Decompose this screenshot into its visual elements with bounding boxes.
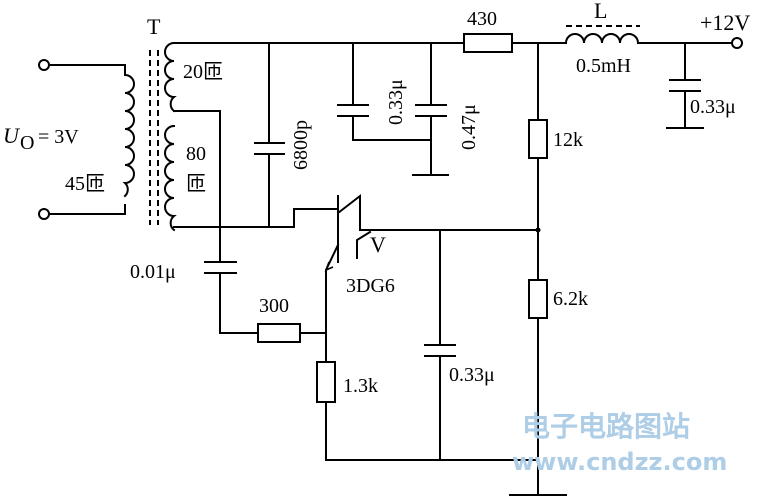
cap-047-label: 0.47μ (458, 104, 480, 150)
resistor-430: 430 (463, 8, 513, 53)
cap-001-label: 0.01μ (130, 261, 176, 283)
supply-terminal (731, 37, 743, 49)
cap-033-label-top: 0.33μ (385, 79, 407, 125)
primary-lead-top (48, 64, 126, 76)
secondary-coil-80 (164, 124, 177, 232)
cap-out-label: 0.33μ (690, 96, 736, 118)
decoupling-caps: 0.33μ 0.47μ (337, 42, 480, 176)
resistor-6-2k (528, 279, 548, 319)
capacitor-base: 0.33μ (424, 229, 495, 461)
inductor-label: L (594, 0, 607, 23)
resistor-12k (528, 119, 548, 159)
watermark-title: 电子电路图站 (522, 410, 690, 443)
capacitor-out: 0.33μ (666, 42, 736, 129)
supply-label: +12V (700, 10, 750, 35)
transistor-3DG6: V 3DG6 (173, 193, 539, 329)
primary-coil (122, 73, 135, 198)
resistor-1-3k: 1.3k (316, 327, 539, 461)
winding-80-unit: 匝 (186, 173, 206, 195)
res-6-2k-label: 6.2k (553, 288, 588, 310)
cap-6800p-label: 6800p (290, 120, 312, 170)
primary-lead-bottom (48, 204, 126, 215)
input-terminal-top (38, 59, 50, 71)
res-12k-label: 12k (553, 129, 583, 151)
watermark-url: www.cndzz.com (512, 448, 727, 476)
primary-voltage-value: = 3V (38, 126, 79, 148)
input-terminal-bottom (38, 208, 50, 220)
transistor-type: 3DG6 (346, 275, 395, 297)
transformer-label: T (147, 14, 161, 39)
bias-divider: 12k 6.2k (509, 42, 588, 496)
capacitor-001: 0.01μ (130, 261, 259, 334)
capacitor-6800p: 6800p (254, 42, 312, 228)
secondary-coil-20 (164, 41, 177, 113)
winding-80-number: 80 (186, 143, 206, 165)
res-430-label: 430 (467, 8, 497, 30)
resistor-300: 300 (257, 295, 327, 343)
transistor-label: V (370, 232, 386, 257)
primary-voltage-label: U (3, 123, 21, 148)
res-300-label: 300 (259, 295, 289, 317)
primary-turns-label: 45匝 (65, 173, 105, 195)
transformer: T 20匝 80 匝 U O = 3V 45匝 (3, 14, 223, 263)
cap-base-label: 0.33μ (449, 364, 495, 386)
tap-wire (173, 110, 221, 263)
res-1-3k-label: 1.3k (343, 375, 378, 397)
inductor-value: 0.5mH (576, 55, 631, 77)
winding-20-label: 20匝 (183, 61, 223, 83)
primary-voltage-sub: O (20, 132, 34, 154)
